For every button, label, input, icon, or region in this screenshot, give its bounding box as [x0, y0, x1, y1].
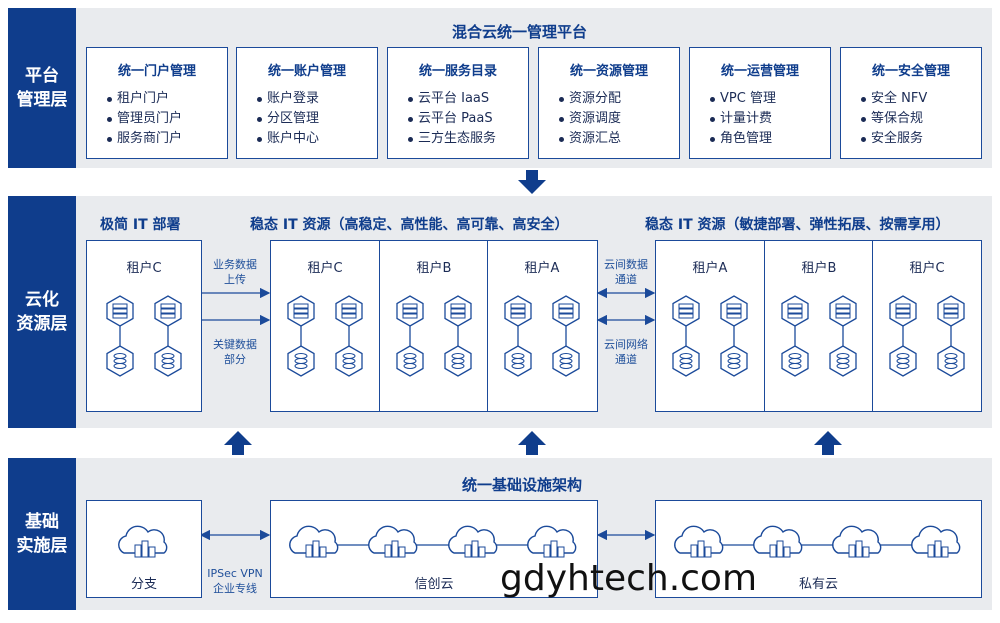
card-item: 三方生态服务 [408, 129, 528, 149]
infra-title: 统一基础设施架构 [462, 476, 583, 494]
card-item: 安全服务 [861, 129, 981, 149]
platform-card: 统一运营管理 VPC 管理计量计费角色管理 [689, 47, 831, 159]
resource-cluster-icon [504, 295, 580, 377]
key-data-note: 关键数据 部分 [213, 338, 257, 366]
resource-cluster-icon [396, 295, 472, 377]
resource-cluster-icon [781, 295, 857, 377]
card-item: 租户门户 [107, 89, 227, 109]
platform-card: 统一账户管理账户登录分区管理账户中心 [236, 47, 378, 159]
card-item: 分区管理 [257, 109, 377, 129]
arrow-up-icon [814, 431, 842, 455]
private-cloud-label: 私有云 [798, 577, 838, 592]
tenant-label: 租户C [909, 261, 945, 276]
tenant-label: 租户A [692, 261, 728, 276]
card-item: 资源分配 [559, 89, 679, 109]
stable-resource-box: 租户C 租户B 租户A [270, 240, 598, 412]
resource-cluster-icon [106, 295, 182, 377]
card-title: 统一运营管理 [720, 64, 799, 79]
agile-resource-box: 租户A 租户B 租户C [655, 240, 982, 412]
resource-cluster-icon [672, 295, 748, 377]
private-cloud-box: 私有云 [655, 500, 982, 598]
cloud-network-icon [289, 525, 577, 558]
card-item: 管理员门户 [107, 109, 227, 129]
platform-title: 混合云统一管理平台 [452, 23, 588, 41]
card-title: 统一安全管理 [871, 64, 950, 79]
left-tenant-box: 租户C [86, 240, 202, 412]
tenant-label: 租户B [416, 261, 452, 276]
tenant-label: 租户A [524, 261, 560, 276]
xinchuang-label: 信创云 [414, 577, 454, 592]
infra-layer-label: 基础 实施层 [8, 458, 76, 610]
card-item: 资源汇总 [559, 129, 679, 149]
card-title: 统一账户管理 [267, 64, 346, 79]
resource-layer-label: 云化 资源层 [8, 196, 76, 428]
card-item: VPC 管理 [710, 89, 830, 109]
arrow-down-icon [518, 170, 546, 194]
data-channel-note: 云间数据 通道 [604, 258, 648, 286]
cloud-server-icon [118, 525, 168, 558]
net-channel-note: 云间网络 通道 [604, 338, 648, 366]
branch-box: 分支 [86, 500, 202, 598]
agile-it-title: 稳态 IT 资源（敏捷部署、弹性拓展、按需享用） [645, 217, 950, 233]
card-item: 资源调度 [559, 109, 679, 129]
arrow-up-icon [518, 431, 546, 455]
platform-card: 统一门户管理租户门户管理员门户服务商门户 [86, 47, 228, 159]
tenant-label: 租户C [126, 261, 162, 276]
platform-card: 统一资源管理资源分配资源调度资源汇总 [538, 47, 680, 159]
resource-cluster-icon [889, 295, 965, 377]
card-item: 云平台 IaaS [408, 89, 528, 109]
platform-layer-label: 平台 管理层 [8, 8, 76, 168]
xinchuang-box: 信创云 [270, 500, 598, 598]
simple-it-title: 极简 IT 部署 [100, 217, 181, 233]
branch-label: 分支 [130, 577, 157, 592]
resource-cluster-icon [287, 295, 363, 377]
watermark: gdyhtech.com [500, 558, 758, 599]
card-item: 云平台 PaaS [408, 109, 528, 129]
card-title: 统一门户管理 [117, 64, 196, 79]
tenant-label: 租户C [307, 261, 343, 276]
card-item: 账户登录 [257, 89, 377, 109]
cloud-network-icon [674, 525, 961, 558]
vpn-note: IPSec VPN 企业专线 [207, 567, 263, 595]
upload-note: 业务数据 上传 [213, 258, 257, 286]
card-item: 计量计费 [710, 109, 830, 129]
card-title: 统一服务目录 [418, 64, 497, 79]
card-item: 角色管理 [710, 129, 830, 149]
card-title: 统一资源管理 [569, 64, 648, 79]
card-item: 账户中心 [257, 129, 377, 149]
tenant-label: 租户B [801, 261, 837, 276]
stable-it-title: 稳态 IT 资源（高稳定、高性能、高可靠、高安全） [250, 217, 569, 233]
card-item: 等保合规 [861, 109, 981, 129]
card-item: 安全 NFV [861, 89, 981, 109]
arrow-up-icon [224, 431, 252, 455]
card-item: 服务商门户 [107, 129, 227, 149]
